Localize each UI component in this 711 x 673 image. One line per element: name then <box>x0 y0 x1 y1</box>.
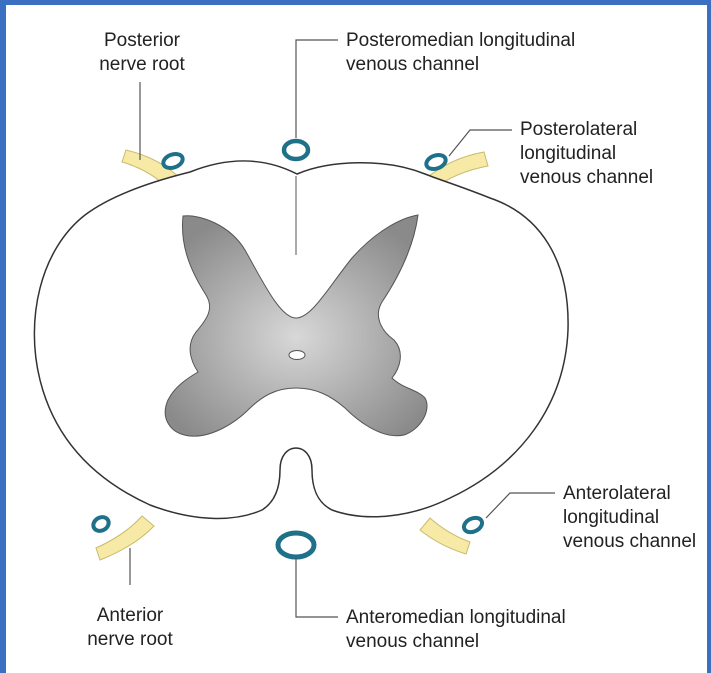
label-posterolateral-channel: Posterolateral longitudinal venous chann… <box>520 118 653 190</box>
label-line: longitudinal <box>563 506 696 530</box>
label-line: nerve root <box>92 53 192 77</box>
label-line: Anterolateral <box>563 482 696 506</box>
posteromedian-venous-channel <box>284 141 308 159</box>
label-line: nerve root <box>80 628 180 652</box>
label-anterior-nerve-root: Anterior nerve root <box>80 604 180 652</box>
leader-anterolateral <box>486 493 555 518</box>
label-line: venous channel <box>346 630 566 654</box>
leader-anteromedian <box>296 558 338 617</box>
label-line: Posterior <box>92 29 192 53</box>
anterolateral-venous-channel-right <box>462 515 485 535</box>
label-line: venous channel <box>346 53 575 77</box>
anterolateral-venous-channel-left <box>91 514 111 533</box>
anterior-nerve-root-right <box>420 518 470 554</box>
central-canal <box>289 351 305 360</box>
label-line: Posteromedian longitudinal <box>346 29 575 53</box>
anteromedian-venous-channel <box>278 533 314 557</box>
label-line: Anterior <box>80 604 180 628</box>
posterolateral-venous-channel-left <box>161 151 184 170</box>
label-line: venous channel <box>563 530 696 554</box>
label-line: venous channel <box>520 166 653 190</box>
label-line: longitudinal <box>520 142 653 166</box>
label-posteromedian-channel: Posteromedian longitudinal venous channe… <box>346 29 575 77</box>
label-anteromedian-channel: Anteromedian longitudinal venous channel <box>346 606 566 654</box>
label-posterior-nerve-root: Posterior nerve root <box>92 29 192 77</box>
label-line: Anteromedian longitudinal <box>346 606 566 630</box>
label-anterolateral-channel: Anterolateral longitudinal venous channe… <box>563 482 696 554</box>
label-line: Posterolateral <box>520 118 653 142</box>
leader-posterolateral <box>449 130 512 156</box>
leader-posteromedian <box>296 40 338 138</box>
